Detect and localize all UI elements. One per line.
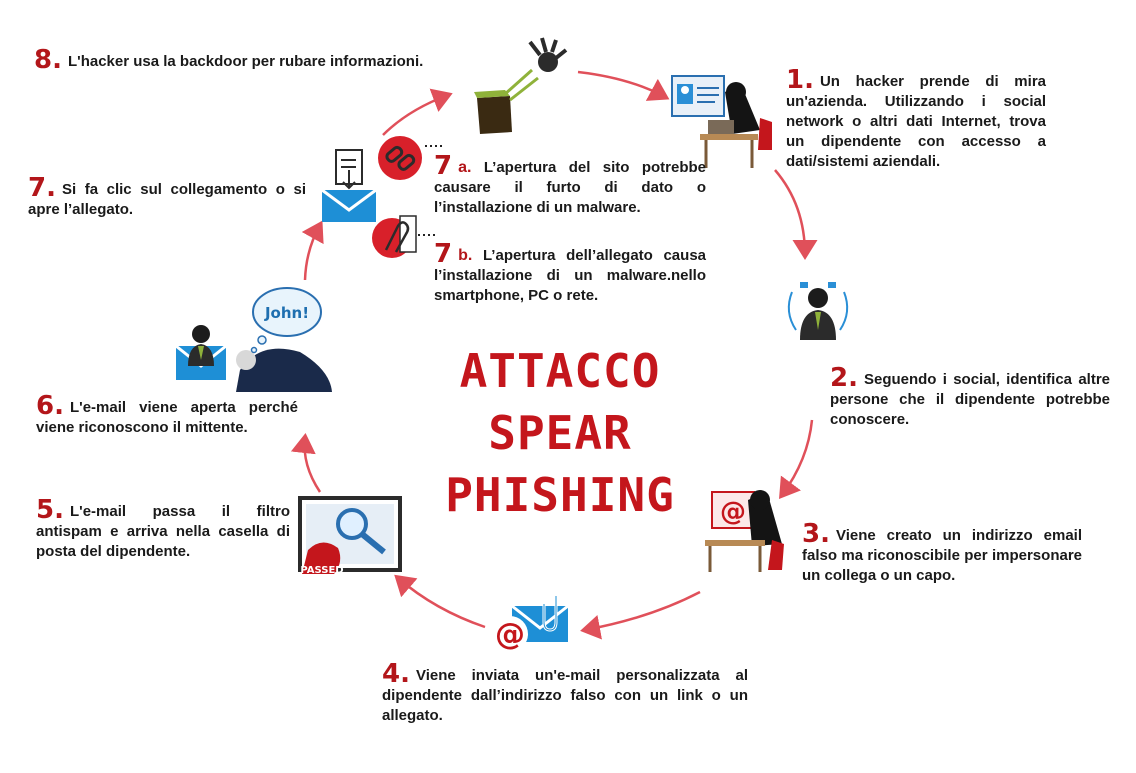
step-5-text: L'e-mail passa il filtro antispam e arri… bbox=[36, 503, 290, 560]
step-4: 4.Viene inviata un'e-mail personalizzata… bbox=[382, 661, 748, 726]
passed-stamp-label: PASSED bbox=[300, 565, 343, 576]
paperclip-icon bbox=[372, 215, 417, 258]
antispam-passed-icon bbox=[298, 496, 402, 574]
email-document-icon bbox=[321, 149, 377, 222]
svg-text:@: @ bbox=[720, 497, 746, 527]
step-3: 3.Viene creato un indirizzo email falso … bbox=[802, 521, 1082, 586]
hacker-profile-icon bbox=[671, 75, 772, 168]
step-4-number: 4. bbox=[382, 659, 410, 689]
step-7a: 7 a. L’apertura del sito potrebbe causare… bbox=[434, 153, 706, 218]
step-8: 8. L'hacker usa la backdoor per rubare in… bbox=[34, 47, 474, 73]
step-7b-sub: b. bbox=[458, 247, 473, 264]
step-5: 5.L'e-mail passa il filtro antispam e ar… bbox=[36, 497, 290, 562]
step-7-number: 7. bbox=[28, 173, 56, 203]
step-5-number: 5. bbox=[36, 495, 64, 525]
thought-bubble bbox=[250, 287, 322, 354]
arrow-2-to-3 bbox=[779, 419, 814, 500]
backdoor-icon bbox=[474, 37, 568, 134]
step-2-number: 2. bbox=[830, 363, 858, 393]
email-attachment-icon: @ bbox=[492, 596, 569, 652]
arrow-5-to-6 bbox=[290, 433, 322, 493]
thought-bubble-label: John! bbox=[264, 304, 309, 322]
arrow-4-to-5 bbox=[394, 574, 486, 629]
step-8-text: L'hacker usa la backdoor per rubare info… bbox=[67, 53, 424, 70]
step-2: 2.Seguendo i social, identifica altre pe… bbox=[830, 365, 1110, 430]
fake-email-hacker-icon: @ bbox=[705, 490, 784, 572]
arrow-6-to-7 bbox=[301, 220, 324, 281]
step-6-text: L'e-mail viene aperta perché viene ricon… bbox=[36, 399, 298, 436]
step-3-text: Viene creato un indirizzo email falso ma… bbox=[802, 527, 1082, 584]
step-8-number: 8. bbox=[34, 45, 62, 75]
email-sender-icon bbox=[175, 325, 332, 392]
step-7b: 7 b. L’apertura dell’allegato causa l’ins… bbox=[434, 241, 706, 306]
svg-text:@: @ bbox=[495, 617, 525, 652]
arrow-8-to-1 bbox=[577, 70, 670, 101]
title-line-1: ATTACCO bbox=[459, 344, 661, 398]
step-7: 7.Si fa clic sul collegamento o si apre … bbox=[28, 175, 306, 220]
step-6: 6.L'e-mail viene aperta perché viene ric… bbox=[36, 393, 298, 438]
social-network-icon bbox=[787, 282, 849, 340]
step-1: 1.Un hacker prende di mira un'azienda. U… bbox=[786, 67, 1046, 172]
step-3-number: 3. bbox=[802, 519, 830, 549]
step-4-text: Viene inviata un'e-mail personalizzata a… bbox=[382, 667, 748, 724]
title-line-2: SPEAR bbox=[488, 406, 632, 460]
step-7a-number: 7 bbox=[434, 151, 453, 181]
diagram-title: ATTACCO SPEAR PHISHING bbox=[400, 340, 720, 526]
step-7-text: Si fa clic sul collegamento o si apre l’… bbox=[28, 181, 306, 218]
step-6-number: 6. bbox=[36, 391, 64, 421]
step-7a-sub: a. bbox=[458, 159, 472, 176]
arrow-3-to-4 bbox=[580, 590, 701, 640]
step-2-text: Seguendo i social, identifica altre pers… bbox=[830, 371, 1110, 428]
step-1-text: Un hacker prende di mira un'azienda. Uti… bbox=[786, 73, 1046, 170]
arrow-1-to-2 bbox=[774, 169, 818, 260]
arrow-7-to-8 bbox=[382, 88, 453, 136]
step-7a-text: L’apertura del sito potrebbe causare il … bbox=[434, 159, 706, 216]
link-icon bbox=[378, 136, 422, 180]
step-1-number: 1. bbox=[786, 65, 814, 95]
title-line-3: PHISHING bbox=[445, 468, 675, 522]
step-7b-text: L’apertura dell’allegato causa l’install… bbox=[434, 247, 706, 304]
step-7b-number: 7 bbox=[434, 239, 453, 269]
